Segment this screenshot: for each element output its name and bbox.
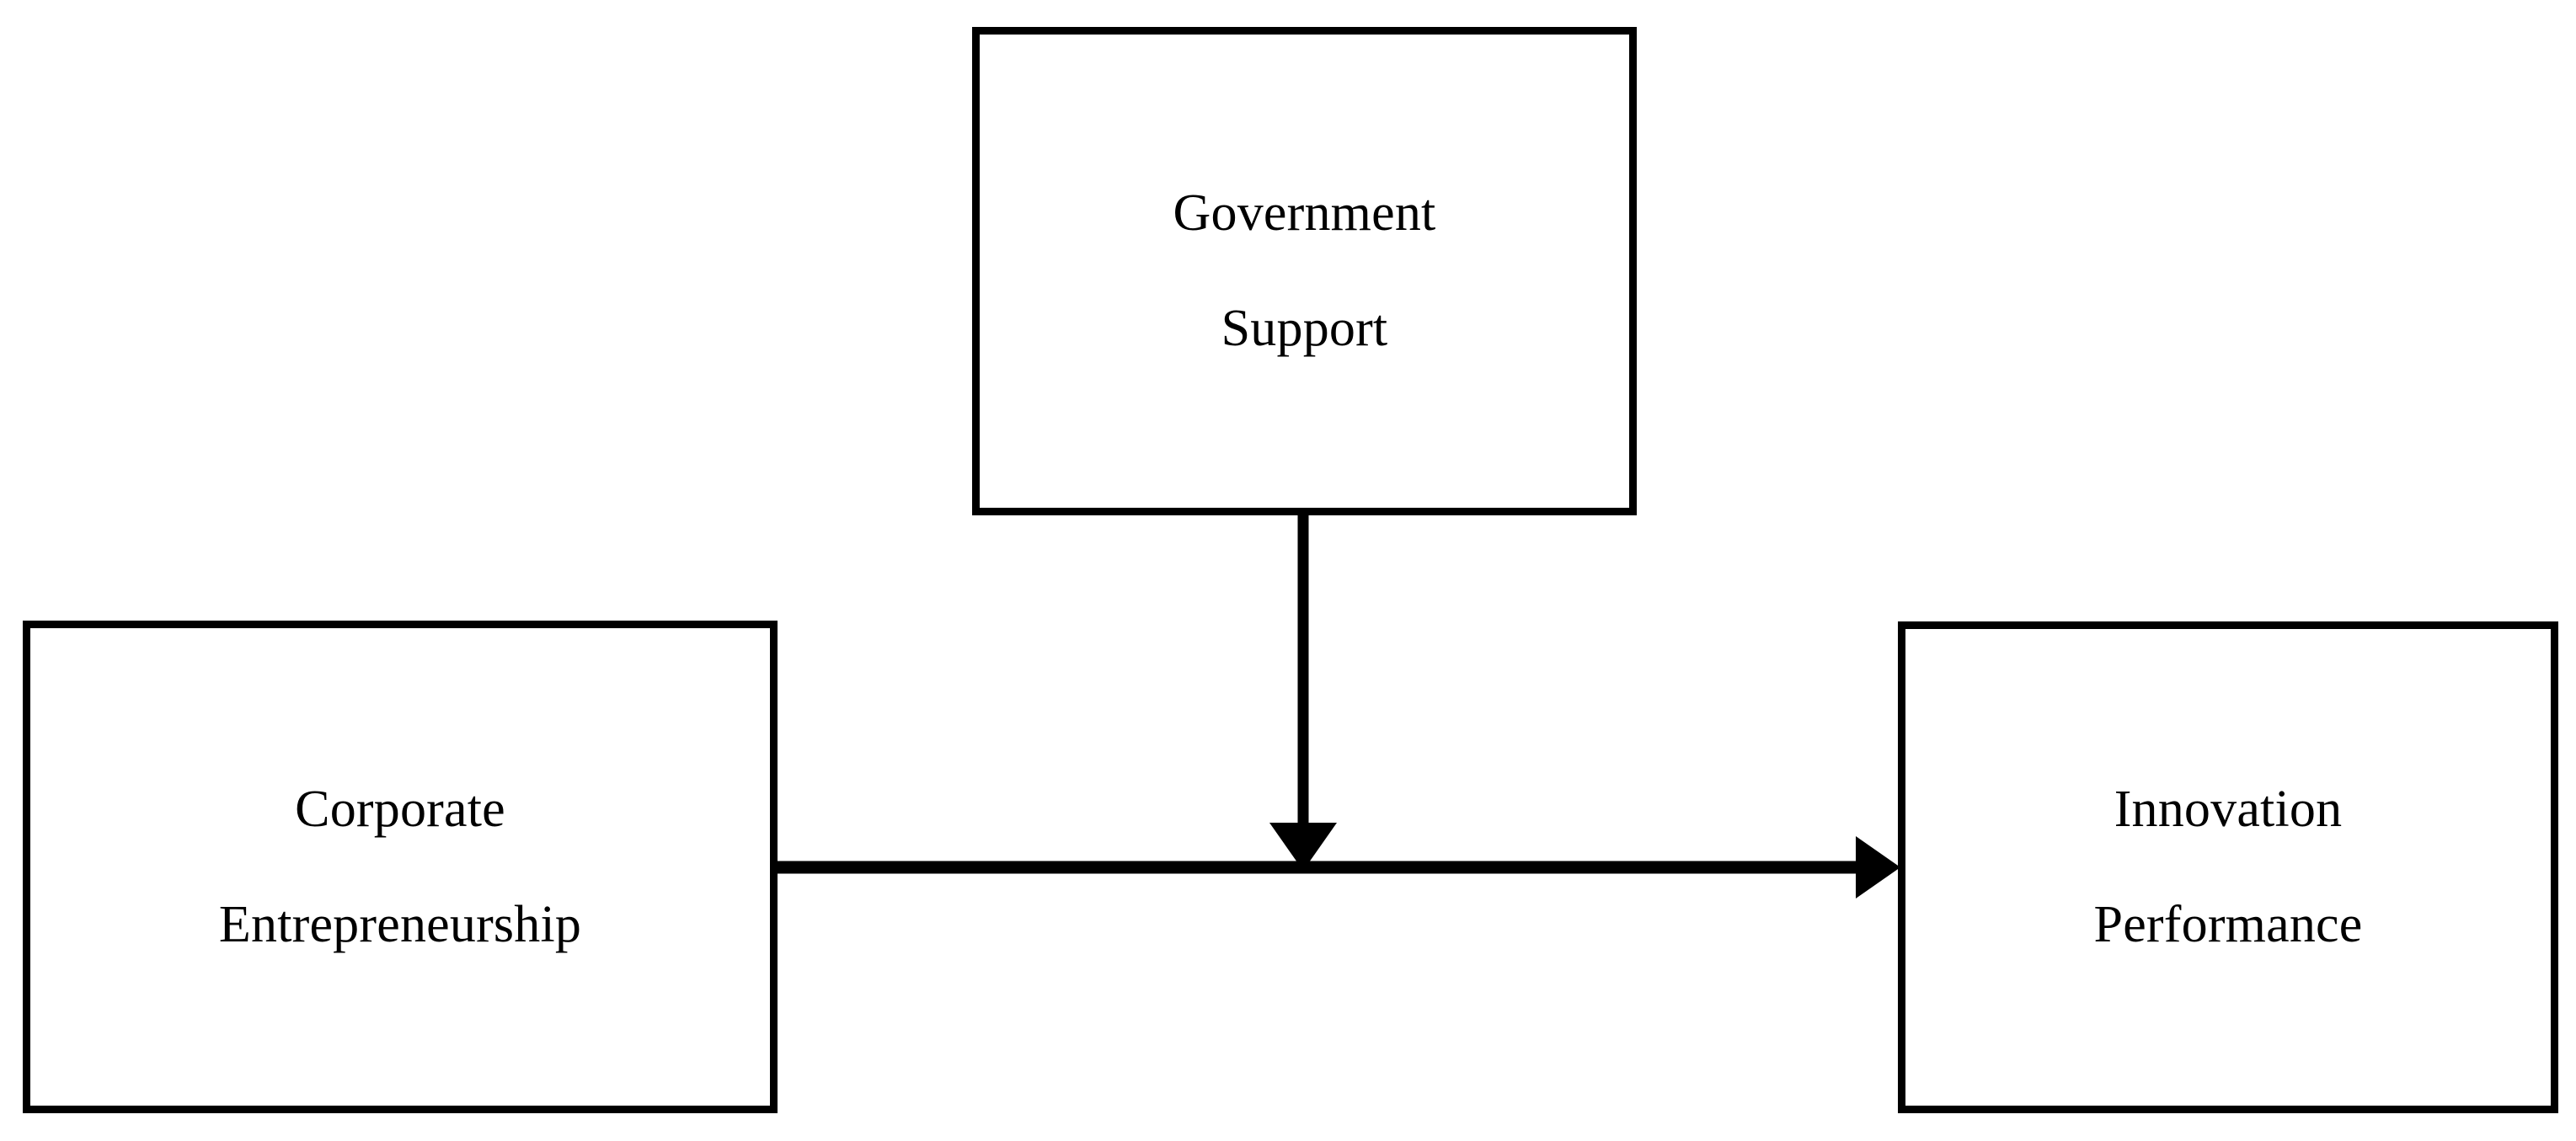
node-corporate-entrepreneurship-line-2: Entrepreneurship <box>218 895 582 953</box>
node-innovation-performance-line-1: Innovation <box>2114 781 2343 838</box>
node-government-support-line-2: Support <box>1221 300 1388 357</box>
node-government-support[interactable]: Government Support <box>972 27 1637 515</box>
node-innovation-performance-line-2: Performance <box>2093 896 2363 953</box>
node-innovation-performance[interactable]: Innovation Performance <box>1898 621 2558 1113</box>
node-corporate-entrepreneurship-line-1: Corporate <box>295 780 505 838</box>
arrow-gs-to-path-hitbox[interactable] <box>1284 505 1324 869</box>
node-corporate-entrepreneurship[interactable]: Corporate Entrepreneurship <box>23 621 778 1113</box>
node-government-support-line-1: Government <box>1173 184 1436 242</box>
arrow-ce-to-ip-hitbox[interactable] <box>758 847 1904 888</box>
